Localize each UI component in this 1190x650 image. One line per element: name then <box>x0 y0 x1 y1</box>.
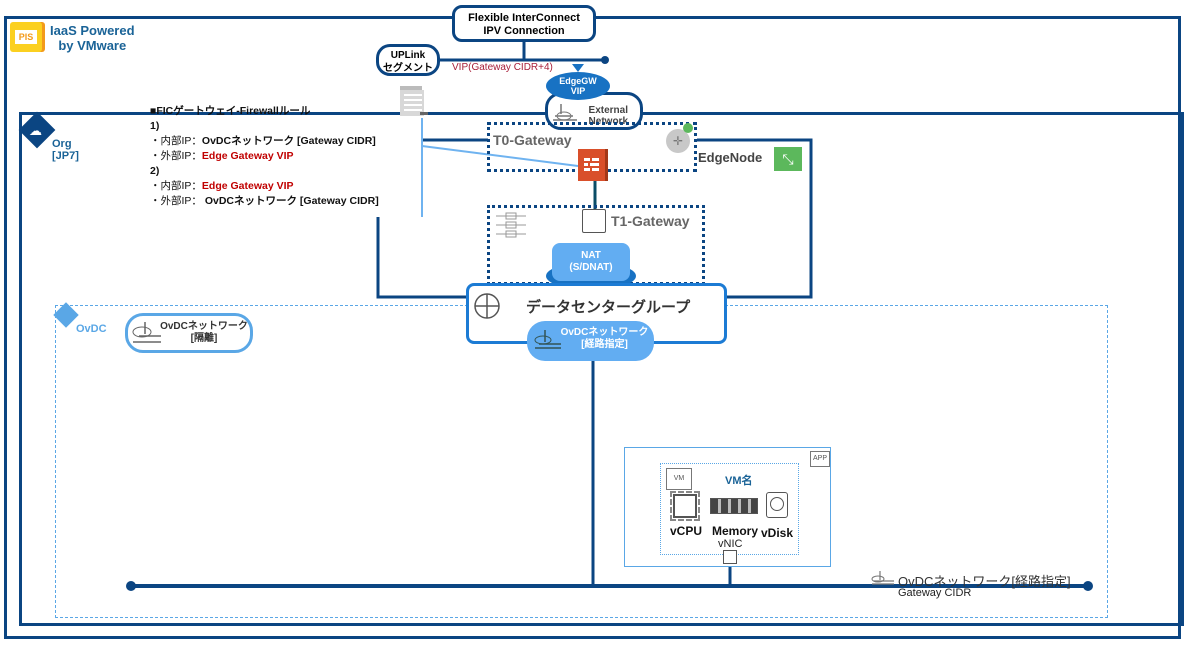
vm-name: VM名 <box>725 475 753 487</box>
bus-left-node <box>126 581 136 591</box>
badge-icon <box>683 123 693 133</box>
edge-node-icon: ⤡ <box>774 147 802 171</box>
uplink-end-node <box>601 56 609 64</box>
ovdc-network-isolated-box[interactable]: OvDCネットワーク [隔離] <box>125 313 253 353</box>
fic-gateway-icon <box>398 86 428 118</box>
fic-connection-box[interactable]: Flexible InterConnect IPV Connection <box>452 5 596 42</box>
bottom-network-label: OvDCネットワーク[経路指定] <box>898 574 1071 589</box>
rule2-external: ・外部IP： OvDCネットワーク [Gateway CIDR] <box>150 195 379 207</box>
ethernet-port-icon <box>582 209 606 233</box>
memory-icon <box>710 498 758 514</box>
org-label: Org [JP7] <box>52 138 79 162</box>
fic-to-firewall-line <box>421 145 579 167</box>
crosshair-icon <box>473 292 501 325</box>
vnic-label: vNIC <box>718 538 743 550</box>
cpu-icon <box>670 491 700 521</box>
load-balancer-icon <box>496 212 526 243</box>
network-icon <box>131 320 163 351</box>
pis-logo-icon: PIS <box>10 22 42 52</box>
disk-icon <box>766 492 788 518</box>
edgenode-to-dcg-line <box>697 138 813 299</box>
network-icon <box>551 102 579 129</box>
firewall-icon[interactable] <box>578 149 608 181</box>
bus-right-node <box>1083 581 1093 591</box>
vip-label: VIP(Gateway CIDR+4) <box>452 62 553 73</box>
network-icon <box>533 328 563 357</box>
datacenter-group-label: データセンターグループ <box>526 299 691 316</box>
rules-title: ■FICゲートウェイ-Firewallルール <box>150 105 311 117</box>
nat-box[interactable]: NAT (S/DNAT) <box>552 243 630 281</box>
rule1-external: ・外部IP：Edge Gateway VIP <box>150 150 294 162</box>
t1-gateway-label: T1-Gateway <box>611 213 690 229</box>
rule1-internal: ・内部IP：OvDCネットワーク [Gateway CIDR] <box>150 135 376 147</box>
vcpu-label: vCPU <box>670 524 703 538</box>
ovdc-network-routed-box[interactable]: OvDCネットワーク [経路指定] <box>527 321 654 361</box>
rule2-internal: ・内部IP：Edge Gateway VIP <box>150 180 294 192</box>
vm-tag: VM <box>666 468 692 490</box>
firewall-rules-text: ■FICゲートウェイ-Firewallルール 1) ・内部IP：OvDCネットワ… <box>150 105 379 207</box>
gateway-cidr-label: Gateway CIDR <box>898 587 972 599</box>
router-icon: ✛ <box>666 129 690 153</box>
t0-gateway-label: T0-Gateway <box>493 132 572 148</box>
brand-title: IaaS Powered by VMware <box>50 23 135 53</box>
vdisk-label: vDisk <box>761 526 794 540</box>
edge-node-label: EdgeNode <box>698 150 763 165</box>
memory-label: Memory <box>712 524 759 538</box>
uplink-segment-box[interactable]: UPLink セグメント <box>376 44 440 76</box>
cloud-glyph-icon: ☁ <box>29 123 42 138</box>
ovdc-label: OvDC <box>76 323 107 335</box>
app-tag: APP <box>810 451 830 467</box>
vip-marker-icon <box>572 64 584 72</box>
org-to-dcg-line <box>376 217 466 299</box>
network-icon <box>870 570 896 591</box>
edge-gw-vip[interactable]: EdgeGW VIP <box>546 72 610 100</box>
vnic-icon <box>723 550 737 564</box>
